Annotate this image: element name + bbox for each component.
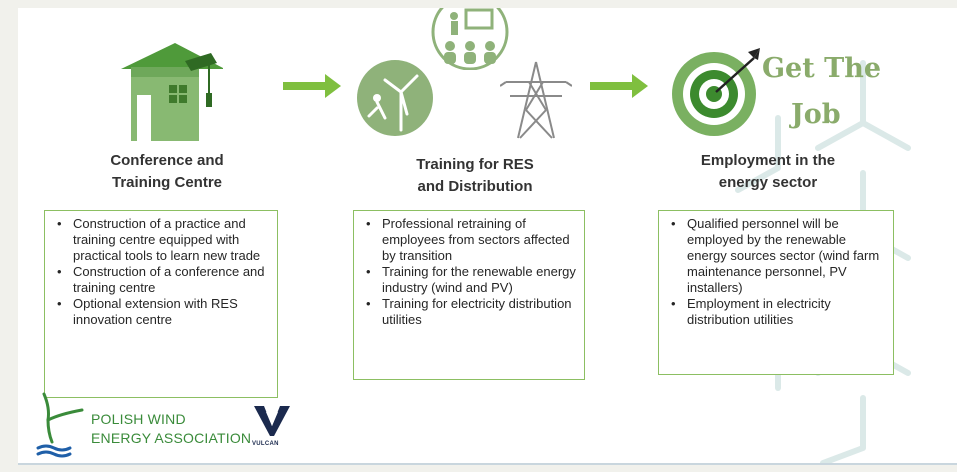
vulcan-name: VULCAN bbox=[252, 441, 279, 447]
step1-bullet-list: Construction of a practice and training … bbox=[53, 216, 269, 328]
step3-card: Qualified personnel will be employed by … bbox=[658, 210, 894, 375]
step1-bullet-3: Optional extension with RES innovation c… bbox=[57, 296, 269, 328]
step1-bullet-1: Construction of a practice and training … bbox=[57, 216, 269, 264]
pwea-name-line2: ENERGY ASSOCIATION bbox=[91, 430, 252, 446]
step3-bullet-list: Qualified personnel will be employed by … bbox=[667, 216, 885, 328]
flow-arrow-1 bbox=[283, 74, 341, 98]
step2-bullet-1: Professional retraining of employees fro… bbox=[366, 216, 576, 264]
flow-arrow-2 bbox=[590, 74, 648, 98]
wind-turbine-worker-icon bbox=[357, 60, 433, 136]
step2-bullet-list: Professional retraining of employees fro… bbox=[362, 216, 576, 328]
get-the-job-line2: Job bbox=[791, 99, 841, 130]
step2-bullet-3: Training for electricity distribution ut… bbox=[366, 296, 576, 328]
step3-bullet-2: Employment in electricity distribution u… bbox=[671, 296, 885, 328]
step1-heading-line1: Conference and bbox=[110, 152, 224, 169]
get-the-job-line1: Get The bbox=[762, 53, 882, 84]
step1-heading: Conference and Training Centre bbox=[72, 150, 262, 194]
slide-bottom-rule bbox=[18, 463, 957, 465]
presentation-trainer-icon bbox=[431, 8, 509, 70]
step2-card: Professional retraining of employees fro… bbox=[353, 210, 585, 380]
polish-wind-energy-association-logo bbox=[36, 392, 84, 458]
step1-card: Construction of a practice and training … bbox=[44, 210, 278, 398]
step1-heading-line2: Training Centre bbox=[111, 174, 223, 191]
step2-heading: Training for RES and Distribution bbox=[380, 154, 570, 198]
pwea-name-line1: POLISH WIND bbox=[91, 411, 186, 427]
step3-heading-line1: Employment in the bbox=[700, 152, 836, 169]
step2-heading-line2: and Distribution bbox=[417, 178, 533, 195]
step3-bullet-1: Qualified personnel will be employed by … bbox=[671, 216, 885, 296]
vulcan-logo bbox=[254, 406, 290, 436]
step3-heading-line2: energy sector bbox=[718, 174, 818, 191]
step2-heading-line1: Training for RES bbox=[416, 156, 534, 173]
slide: Get The Job Conference and Training Cent… bbox=[18, 8, 957, 463]
step3-heading: Employment in the energy sector bbox=[673, 150, 863, 194]
school-building-icon bbox=[121, 43, 223, 141]
step1-bullet-2: Construction of a conference and trainin… bbox=[57, 264, 269, 296]
power-pylon-icon bbox=[500, 61, 572, 139]
target-arrow-icon bbox=[672, 48, 760, 136]
step2-bullet-2: Training for the renewable energy indust… bbox=[366, 264, 576, 296]
